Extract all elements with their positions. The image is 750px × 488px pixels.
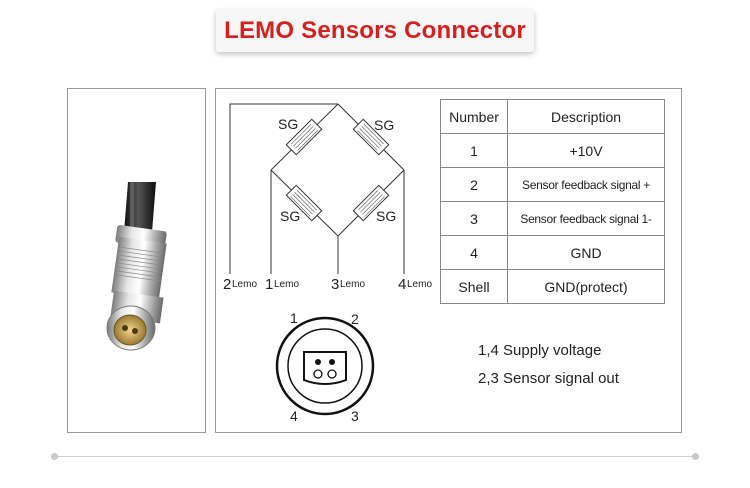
lemo-connector-image: [106, 182, 167, 351]
sg-label-2: SG: [374, 117, 394, 133]
strain-gauge-4: [352, 184, 390, 222]
table-row: Shell GND(protect): [440, 269, 665, 304]
cell-number: Shell: [440, 269, 508, 304]
lead-suffix-2: Lemo: [232, 279, 257, 290]
cell-description: Sensor feedback signal 1-: [507, 201, 665, 236]
cell-number: 4: [440, 235, 508, 270]
column-header-description: Description: [507, 99, 665, 134]
pin-label-3: 3: [351, 408, 359, 424]
divider-dot-left: [51, 453, 58, 460]
lead-suffix-3: Lemo: [340, 279, 365, 290]
cell-description: GND(protect): [507, 269, 665, 304]
table-header-row: Number Description: [440, 99, 665, 134]
lead-number-3: 3: [331, 276, 339, 293]
table-row: 1 +10V: [440, 133, 665, 168]
pin-assignment-table: Number Description 1 +10V 2 Sensor feedb…: [440, 99, 665, 304]
sg-label-1: SG: [278, 116, 298, 132]
note-signal-out: 2,3 Sensor signal out: [478, 370, 619, 387]
lead-suffix-4: Lemo: [407, 279, 432, 290]
cell-description: +10V: [507, 133, 665, 168]
pin-label-1: 1: [290, 310, 298, 326]
cell-number: 2: [440, 167, 508, 202]
title-box: LEMO Sensors Connector: [216, 10, 534, 52]
column-header-number: Number: [440, 99, 508, 134]
cell-number: 3: [440, 201, 508, 236]
cell-number: 1: [440, 133, 508, 168]
sg-label-4: SG: [376, 208, 396, 224]
table-row: 2 Sensor feedback signal +: [440, 167, 665, 202]
lead-number-2: 2: [223, 276, 231, 293]
divider-dot-right: [692, 453, 699, 460]
pin-label-4: 4: [290, 408, 298, 424]
connector-photo-panel: [67, 88, 206, 433]
strain-gauge-3: [285, 184, 323, 222]
pin-label-2: 2: [351, 311, 359, 327]
bottom-divider: [54, 456, 696, 457]
lead-number-4: 4: [398, 276, 406, 293]
table-row: 3 Sensor feedback signal 1-: [440, 201, 665, 236]
lead-number-1: 1: [265, 276, 273, 293]
wheatstone-bridge: [229, 103, 405, 274]
sg-label-3: SG: [280, 208, 300, 224]
cell-description: GND: [507, 235, 665, 270]
note-supply-voltage: 1,4 Supply voltage: [478, 342, 602, 359]
connector-pinout: [275, 316, 375, 416]
lead-suffix-1: Lemo: [274, 279, 299, 290]
strain-gauge-2: [352, 118, 390, 156]
table-row: 4 GND: [440, 235, 665, 270]
strain-gauge-1: [285, 118, 323, 156]
page-title: LEMO Sensors Connector: [224, 17, 526, 44]
cell-description: Sensor feedback signal +: [507, 167, 665, 202]
